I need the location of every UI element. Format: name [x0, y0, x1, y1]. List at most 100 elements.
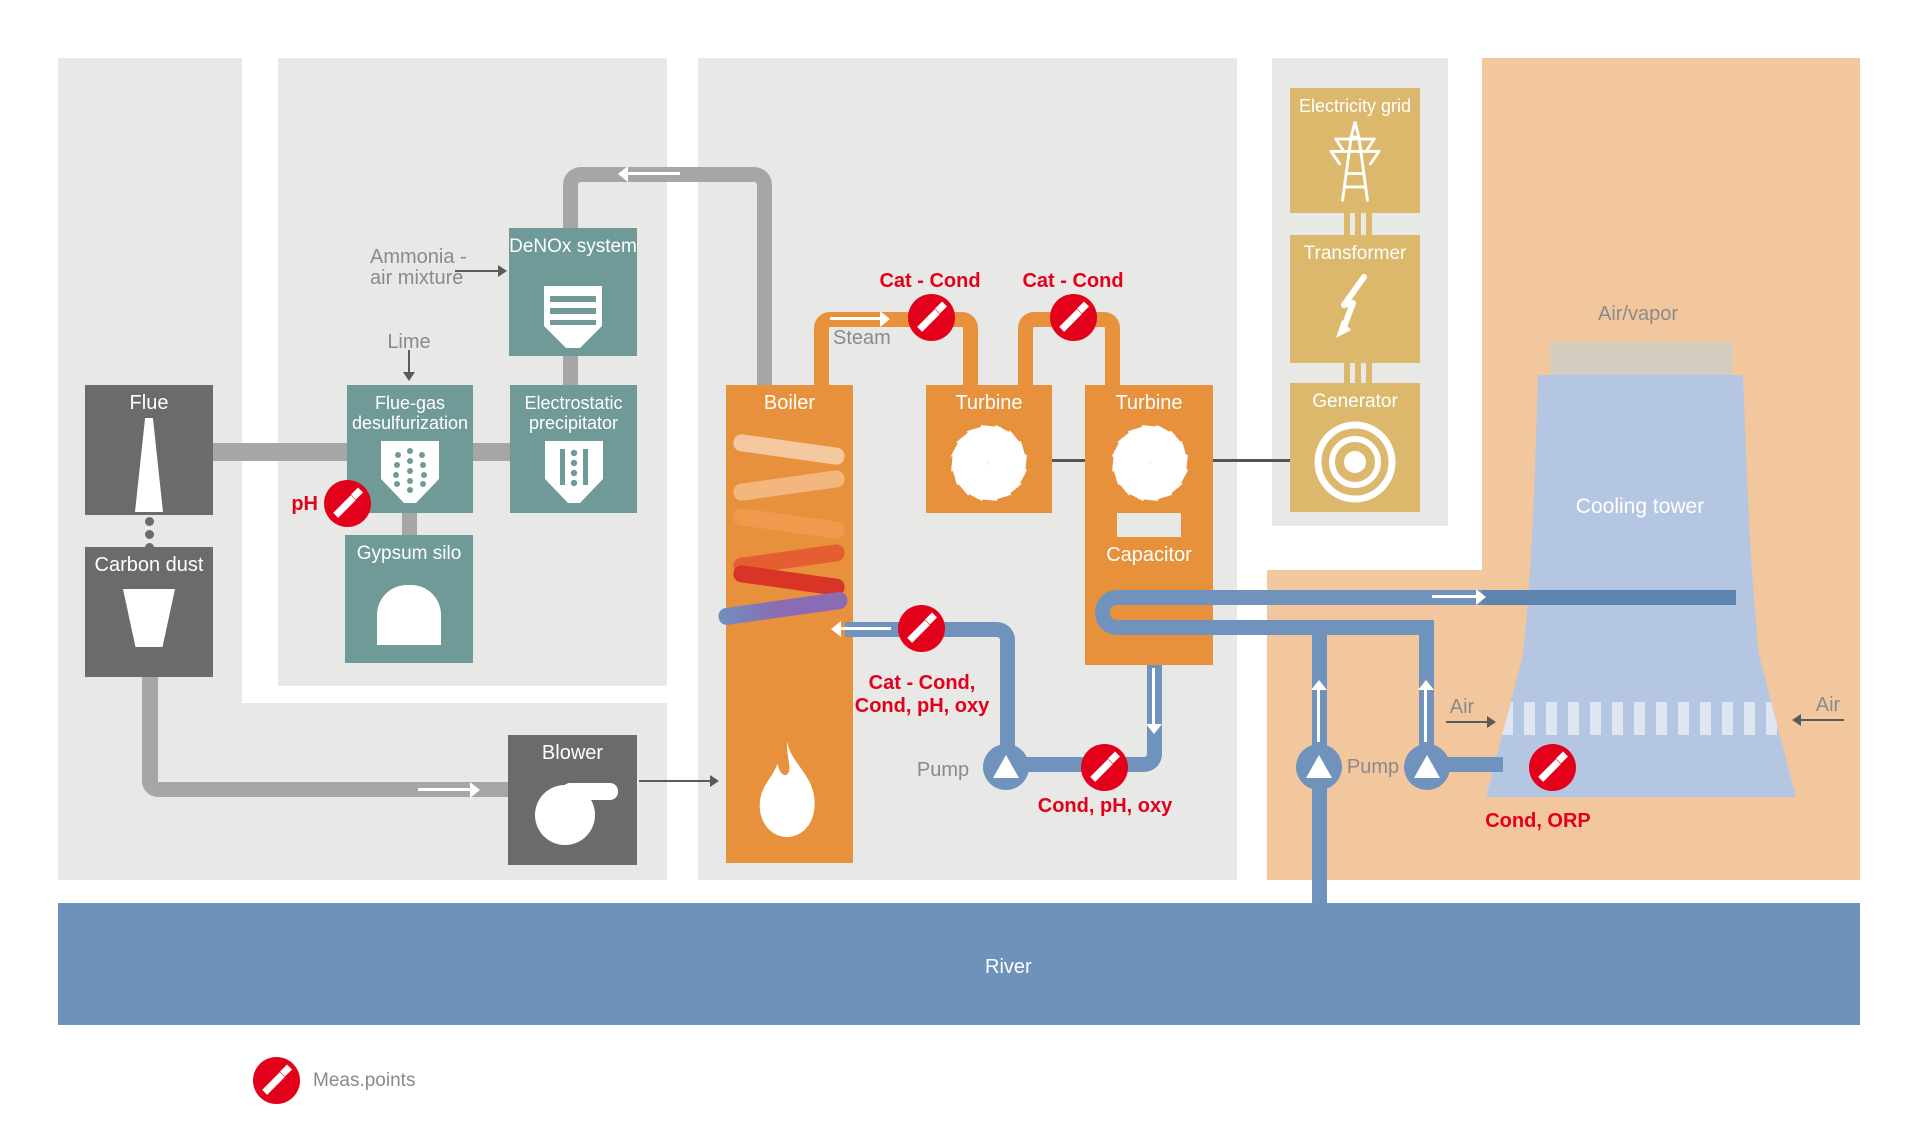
pylon-icon: [1327, 116, 1383, 208]
arrow-air-left: [1446, 716, 1496, 728]
fgd-scrubber-icon: [379, 441, 441, 505]
generator-label: Generator: [1312, 391, 1398, 412]
pipe-flue-to-fgd: [213, 443, 347, 461]
meas-point-condensate: [1081, 744, 1128, 791]
meas-point-ph: [324, 480, 371, 527]
arrow-lime: [403, 350, 415, 381]
vapor-cap: [1550, 342, 1732, 376]
meas-point-boiler-return: [898, 605, 945, 652]
shaft-turbine1-turbine2: [1052, 459, 1085, 462]
air-left-label: Air: [1449, 696, 1475, 718]
condensate-pump: [983, 744, 1029, 790]
river-pump: [1296, 744, 1342, 790]
lightning-bolt-icon: [1323, 269, 1387, 349]
electricity-grid-label: Electricity grid: [1298, 96, 1412, 116]
cooling-tower-shape: [1486, 375, 1796, 797]
chimney-icon: [135, 418, 163, 512]
blower-fan-icon: [532, 773, 624, 845]
box-generator: Generator: [1290, 383, 1420, 512]
capacitor-label: Capacitor: [1106, 544, 1192, 566]
air-vapor-label: Air/vapor: [1597, 303, 1679, 325]
turbine1-label: Turbine: [955, 392, 1023, 414]
meas-point-cooling: [1529, 744, 1576, 791]
box-blower: Blower: [508, 735, 637, 865]
legend-meas-icon: [253, 1057, 300, 1104]
air-right-label: Air: [1815, 694, 1841, 716]
steam-label: Steam: [833, 327, 891, 349]
turbine-cat-cond-label: Cat - Cond: [1022, 270, 1124, 292]
box-carbon-dust: Carbon dust: [85, 547, 213, 677]
arrow-river-riser: [1311, 680, 1327, 742]
arrow-supply-to-tower: [1432, 589, 1486, 605]
box-transformer: Transformer: [1290, 235, 1420, 363]
meas-point-steam: [908, 294, 955, 341]
boiler-return-meas-label: Cat - Cond,Cond, pH, oxy: [854, 672, 990, 717]
basin-pump: [1404, 744, 1450, 790]
boiler-label: Boiler: [763, 392, 816, 414]
grid-transformer-link: [1355, 213, 1361, 235]
transformer-generator-link: [1344, 363, 1350, 383]
turbine-fan-icon: [947, 421, 1031, 505]
arrow-blower-to-boiler: [639, 775, 719, 787]
arrow-ammonia: [455, 265, 507, 277]
arrow-return-to-boiler: [831, 621, 891, 637]
box-denox: DeNOx system: [509, 228, 637, 356]
gypsum-dome-icon: [377, 585, 441, 645]
condensate-pump-label: Pump: [916, 759, 970, 781]
transformer-label: Transformer: [1303, 243, 1407, 264]
cooling-pump-label: Pump: [1346, 756, 1400, 778]
cooling-meas-label: Cond, ORP: [1485, 810, 1591, 832]
arrow-air-right: [1792, 714, 1844, 726]
esp-icon: [543, 441, 605, 505]
cooling-tower-label: Cooling tower: [1575, 495, 1705, 518]
box-flue: Flue: [85, 385, 213, 515]
steam-cat-cond-label: Cat - Cond: [879, 270, 981, 292]
transformer-generator-link: [1355, 363, 1361, 383]
panel-gap-vertical: [242, 58, 278, 703]
box-electricity-grid: Electricity grid: [1290, 88, 1420, 213]
flame-icon: [745, 738, 835, 846]
arrow-basin-riser: [1418, 680, 1434, 742]
river: [58, 903, 1860, 1025]
cooling-tower-fill-louvers: [1502, 702, 1780, 735]
condensate-meas-label: Cond, pH, oxy: [1037, 795, 1173, 817]
box-turbine-1: Turbine: [926, 385, 1052, 513]
pipe-condenser-hairpin: [1095, 590, 1434, 635]
pipe-supply-in-tower: [1482, 590, 1736, 605]
denox-label: DeNOx system: [509, 236, 637, 257]
river-label: River: [985, 956, 1032, 978]
flue-carbon-dot: [145, 530, 154, 539]
arrow-air-to-blower: [418, 782, 480, 798]
pipe-fgd-to-gypsum: [402, 513, 417, 535]
generator-coil-icon: [1310, 417, 1400, 507]
ph-label: pH: [291, 493, 318, 515]
lime-label: Lime: [387, 331, 431, 353]
carbon-dust-label: Carbon dust: [94, 554, 204, 576]
legend-meas-label: Meas.points: [313, 1070, 416, 1091]
denox-filter-icon: [542, 286, 604, 350]
arrow-capacitor-drain: [1146, 668, 1162, 734]
meas-point-turbine: [1050, 294, 1097, 341]
transformer-generator-link: [1366, 363, 1372, 383]
pipe-fgd-to-esp: [473, 443, 510, 461]
arrow-steam: [830, 311, 890, 327]
blower-label: Blower: [541, 742, 604, 764]
grid-transformer-link: [1344, 213, 1350, 235]
carbon-dust-icon: [123, 589, 175, 647]
ammonia-label: Ammonia -air mixture: [370, 246, 467, 289]
turbine-fan-icon: [1108, 421, 1192, 505]
flue-carbon-dot: [145, 517, 154, 526]
capacitor-stub-right: [1181, 513, 1213, 539]
arrow-fluegas-to-denox: [618, 166, 680, 182]
pipe-carbon-dust-to-blower: [142, 677, 508, 797]
shaft-turbine2-generator: [1213, 459, 1292, 462]
box-turbine-2: Turbine: [1085, 385, 1213, 513]
flue-label: Flue: [129, 392, 169, 414]
turbine2-label: Turbine: [1115, 392, 1183, 414]
grid-transformer-link: [1366, 213, 1372, 235]
panel-gap-horizontal: [242, 686, 667, 703]
